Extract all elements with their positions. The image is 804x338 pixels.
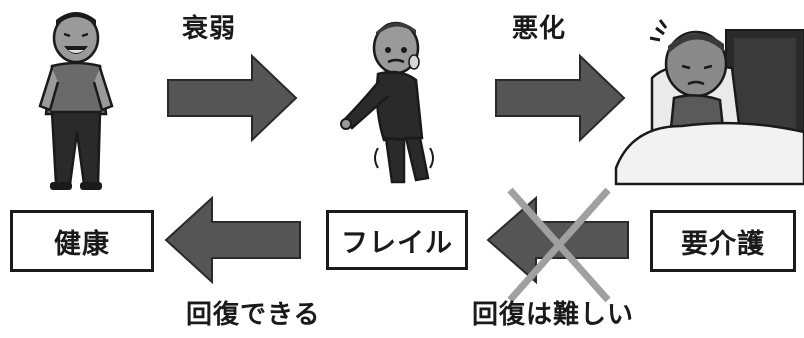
frail-man-illustration <box>340 21 434 184</box>
hard-to-recover-label: 回復は難しい <box>472 300 635 330</box>
healthy-man-illustration <box>38 12 114 190</box>
recover-arrow <box>164 195 301 285</box>
care-needed-box: 要介護 <box>650 210 796 272</box>
worsen-label: 悪化 <box>512 14 567 44</box>
cross-line-2 <box>507 187 611 303</box>
recoverable-label: 回復できる <box>186 300 321 330</box>
bedridden-man-illustration <box>614 19 804 186</box>
frailty-box: フレイル <box>326 210 468 270</box>
decline-arrow <box>167 53 298 143</box>
decline-label: 衰弱 <box>182 14 237 44</box>
worsen-arrow <box>495 53 626 143</box>
health-box: 健康 <box>10 210 154 272</box>
